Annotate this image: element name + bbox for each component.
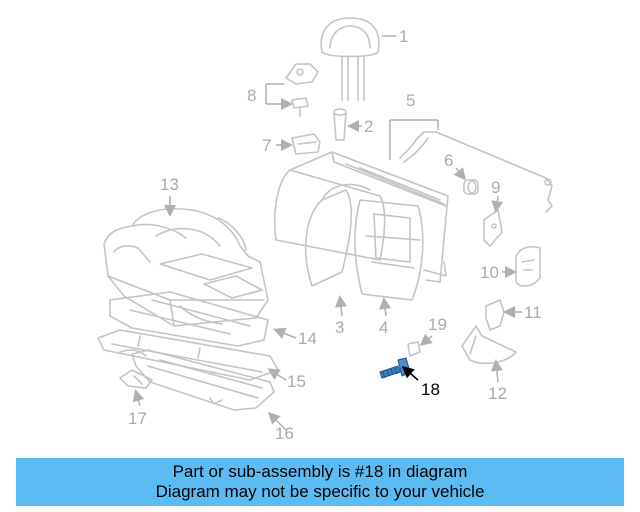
- callout-3: 3: [335, 318, 344, 337]
- callout-10: 10: [480, 263, 499, 282]
- callout-19: 19: [428, 315, 447, 334]
- trim-clip-part: [291, 133, 321, 155]
- callout-15: 15: [287, 372, 306, 391]
- spring-frame-part: [131, 349, 275, 411]
- callout-7: 7: [262, 136, 271, 155]
- strap-part: [119, 369, 153, 389]
- bracket-part: [483, 209, 503, 247]
- rod-part: [399, 131, 553, 213]
- side-shield-part: [461, 325, 517, 365]
- bushing-part: [463, 179, 479, 195]
- callout-2: 2: [364, 117, 373, 136]
- info-banner: Part or sub-assembly is #18 in diagram D…: [16, 458, 624, 506]
- callout-4: 4: [379, 318, 388, 337]
- callout-13: 13: [160, 175, 179, 194]
- seat-cushion-part: [103, 207, 269, 327]
- bolt-part-highlighted: [379, 357, 411, 379]
- callout-1: 1: [399, 27, 408, 46]
- callout-18: 18: [421, 380, 440, 399]
- cover-part: [515, 246, 541, 287]
- latch-part: [285, 63, 319, 117]
- seat-back-part: [273, 151, 449, 301]
- callout-12: 12: [488, 384, 507, 403]
- banner-line-disclaimer: Diagram may not be specific to your vehi…: [155, 482, 485, 501]
- callout-6: 6: [444, 151, 453, 170]
- parts-diagram: 1 2 3 4 5 6 7 8 9 10 11 12 13 14 15 16 1…: [97, 17, 553, 443]
- callout-14: 14: [298, 329, 317, 348]
- hinge-bracket-part: [485, 299, 505, 331]
- callout-16: 16: [275, 424, 294, 443]
- headrest-guide-part: [333, 108, 347, 141]
- callout-9: 9: [491, 178, 500, 197]
- callout-11: 11: [524, 303, 542, 322]
- cushion-pad-part: [109, 291, 269, 347]
- callout-8: 8: [247, 86, 256, 105]
- callout-5: 5: [406, 91, 415, 110]
- nut-part: [407, 341, 421, 357]
- banner-line-part-number: Part or sub-assembly is #18 in diagram: [172, 462, 468, 481]
- headrest-part: [320, 17, 380, 101]
- callout-17: 17: [128, 409, 147, 428]
